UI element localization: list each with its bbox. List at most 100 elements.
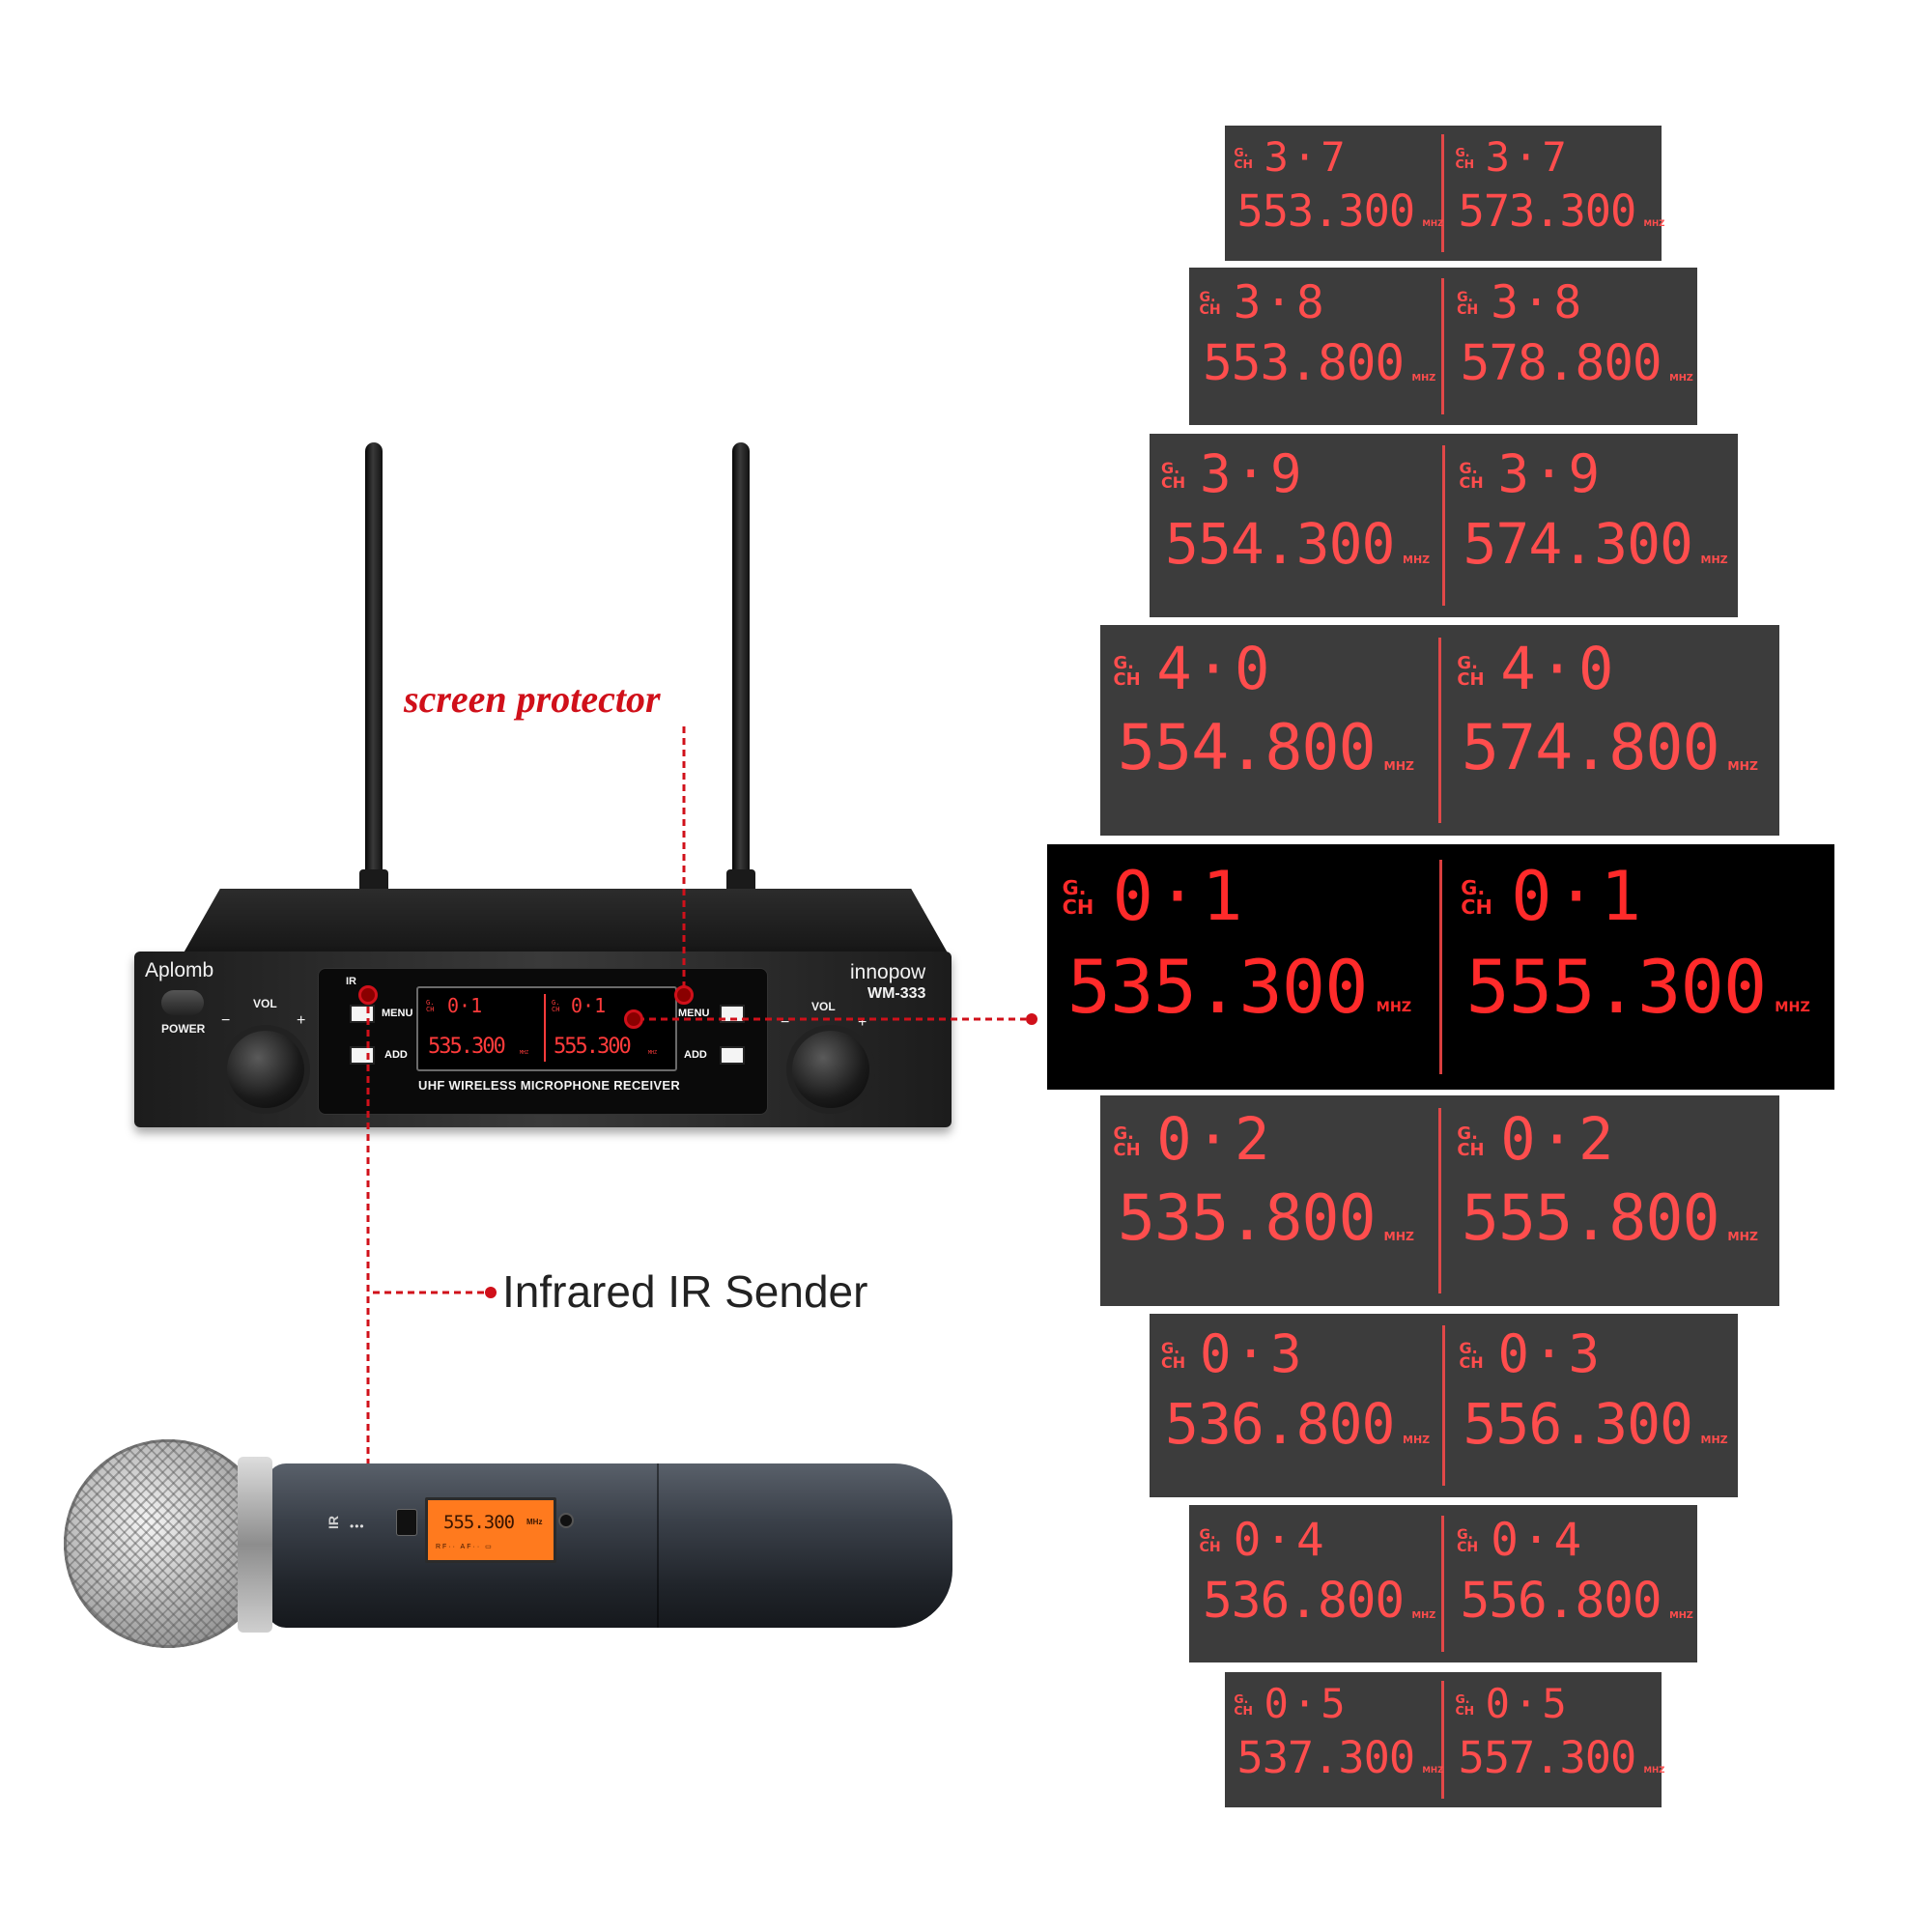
right-add-button[interactable]: [720, 1046, 745, 1065]
left-gch-label: G. CH: [1062, 876, 1094, 920]
right-frequency: 574.800: [1461, 711, 1720, 784]
right-frequency: 557.300: [1458, 1732, 1637, 1784]
left-gch-label: G. CH: [1234, 1690, 1253, 1718]
right-gch-label: G. CH: [1457, 653, 1485, 691]
big-display-pointer-dot: [1026, 1013, 1037, 1025]
right-unit: MHZ: [1669, 373, 1693, 384]
right-channel-number: 3·9: [1497, 443, 1605, 504]
receiver-ir-marker: [358, 985, 378, 1005]
mic-indicator-led: [560, 1515, 572, 1526]
left-frequency: 535.300: [1066, 945, 1369, 1030]
display-divider: [1441, 445, 1445, 606]
right-unit: MHZ: [1775, 1000, 1810, 1016]
left-gch-label: G. CH: [1113, 1123, 1141, 1161]
left-channel-number: 3·9: [1200, 443, 1306, 504]
mic-ir-label: IR: [326, 1516, 341, 1529]
left-gch-label: G. CH: [1161, 1339, 1186, 1373]
display-marker: [624, 1009, 643, 1029]
left-gch-label: G. CH: [1113, 653, 1141, 691]
mic-button[interactable]: [396, 1509, 417, 1536]
left-gch-label: G. CH: [1199, 1526, 1221, 1555]
right-frequency: 574.300: [1463, 511, 1693, 577]
left-unit: MHZ: [1383, 1229, 1414, 1243]
mic-ir-dots: •••: [350, 1520, 365, 1533]
left-menu-label: MENU: [382, 1008, 413, 1019]
receiver-lcd-right-unit: MHZ: [648, 1050, 658, 1056]
right-channel-number: 0·2: [1500, 1106, 1618, 1175]
left-unit: MHZ: [1422, 1765, 1444, 1776]
right-channel-number: 0·5: [1485, 1679, 1571, 1727]
right-gch-label: G. CH: [1455, 1690, 1475, 1718]
right-channel-number: 0·3: [1497, 1323, 1605, 1384]
receiver-top-cover: [182, 889, 950, 956]
right-volume-knob[interactable]: [792, 1031, 869, 1108]
mic-handle: [267, 1463, 952, 1628]
left-gch-label: G. CH: [1234, 144, 1253, 171]
left-unit: MHZ: [1422, 218, 1444, 229]
left-frequency: 536.800: [1203, 1573, 1405, 1631]
right-add-label: ADD: [684, 1049, 707, 1061]
right-unit: MHZ: [1700, 554, 1728, 566]
left-unit: MHZ: [1383, 758, 1414, 773]
receiver-lcd-right-gch: G. CH: [552, 999, 560, 1013]
left-channel-number: 0·3: [1200, 1323, 1306, 1384]
receiver-brand: Aplomb: [145, 959, 214, 981]
mic-lcd: 555.300 MHz RF·· AF·· ▭: [425, 1497, 556, 1563]
mic-lcd-status: RF·· AF·· ▭: [436, 1544, 494, 1550]
left-frequency: 554.800: [1117, 711, 1377, 784]
left-gch-label: G. CH: [1199, 289, 1221, 318]
right-unit: MHZ: [1643, 218, 1665, 229]
display-divider: [1437, 638, 1441, 823]
right-frequency: 573.300: [1458, 185, 1637, 238]
left-add-button[interactable]: [350, 1046, 375, 1065]
right-unit: MHZ: [1727, 758, 1758, 773]
display-divider: [1437, 1108, 1441, 1293]
right-unit: MHZ: [1669, 1610, 1693, 1622]
right-unit: MHZ: [1643, 1765, 1665, 1776]
left-frequency: 535.800: [1117, 1181, 1377, 1255]
ir-sender-label: Infrared IR Sender: [502, 1266, 868, 1317]
right-menu-button[interactable]: [720, 1005, 745, 1023]
ir-sender-pointer-dot: [485, 1287, 497, 1298]
display-divider: [1441, 1325, 1445, 1486]
left-frequency: 553.300: [1236, 185, 1415, 238]
right-gch-label: G. CH: [1455, 144, 1475, 171]
right-unit: MHZ: [1727, 1229, 1758, 1243]
left-volume-knob[interactable]: [227, 1031, 304, 1108]
receiver-lcd-left-freq: 535.300: [428, 1035, 506, 1059]
right-gch-label: G. CH: [1459, 1339, 1484, 1373]
power-button[interactable]: [161, 990, 204, 1015]
screen-protector-marker: [674, 985, 694, 1005]
receiver-lcd-left-unit: MHZ: [520, 1050, 529, 1056]
left-channel-number: 0·1: [1112, 857, 1247, 936]
mic-collar: [238, 1457, 272, 1633]
receiver-lcd: G. CH 0·1 535.300 MHZ G. CH 0·1 555.300 …: [416, 986, 677, 1071]
right-frequency: 556.300: [1463, 1391, 1693, 1457]
left-unit: MHZ: [1403, 554, 1431, 566]
right-gch-label: G. CH: [1461, 876, 1492, 920]
right-menu-label: MENU: [678, 1008, 710, 1019]
right-channel-number: 0·4: [1491, 1513, 1586, 1567]
display-divider: [1441, 1515, 1444, 1653]
left-unit: MHZ: [1376, 1000, 1412, 1016]
left-frequency: 554.300: [1165, 511, 1395, 577]
left-frequency: 536.800: [1165, 1391, 1395, 1457]
right-frequency: 556.800: [1460, 1573, 1662, 1631]
left-channel-number: 3·7: [1264, 132, 1350, 181]
right-gch-label: G. CH: [1457, 1526, 1479, 1555]
screen-protector-label: screen protector: [404, 677, 661, 721]
display-divider: [1441, 1681, 1444, 1799]
mic-lcd-unit: MHz: [526, 1518, 543, 1526]
left-vol-minus: −: [221, 1012, 231, 1029]
left-channel-number: 4·0: [1156, 636, 1274, 704]
mic-handle-seam: [657, 1463, 659, 1628]
